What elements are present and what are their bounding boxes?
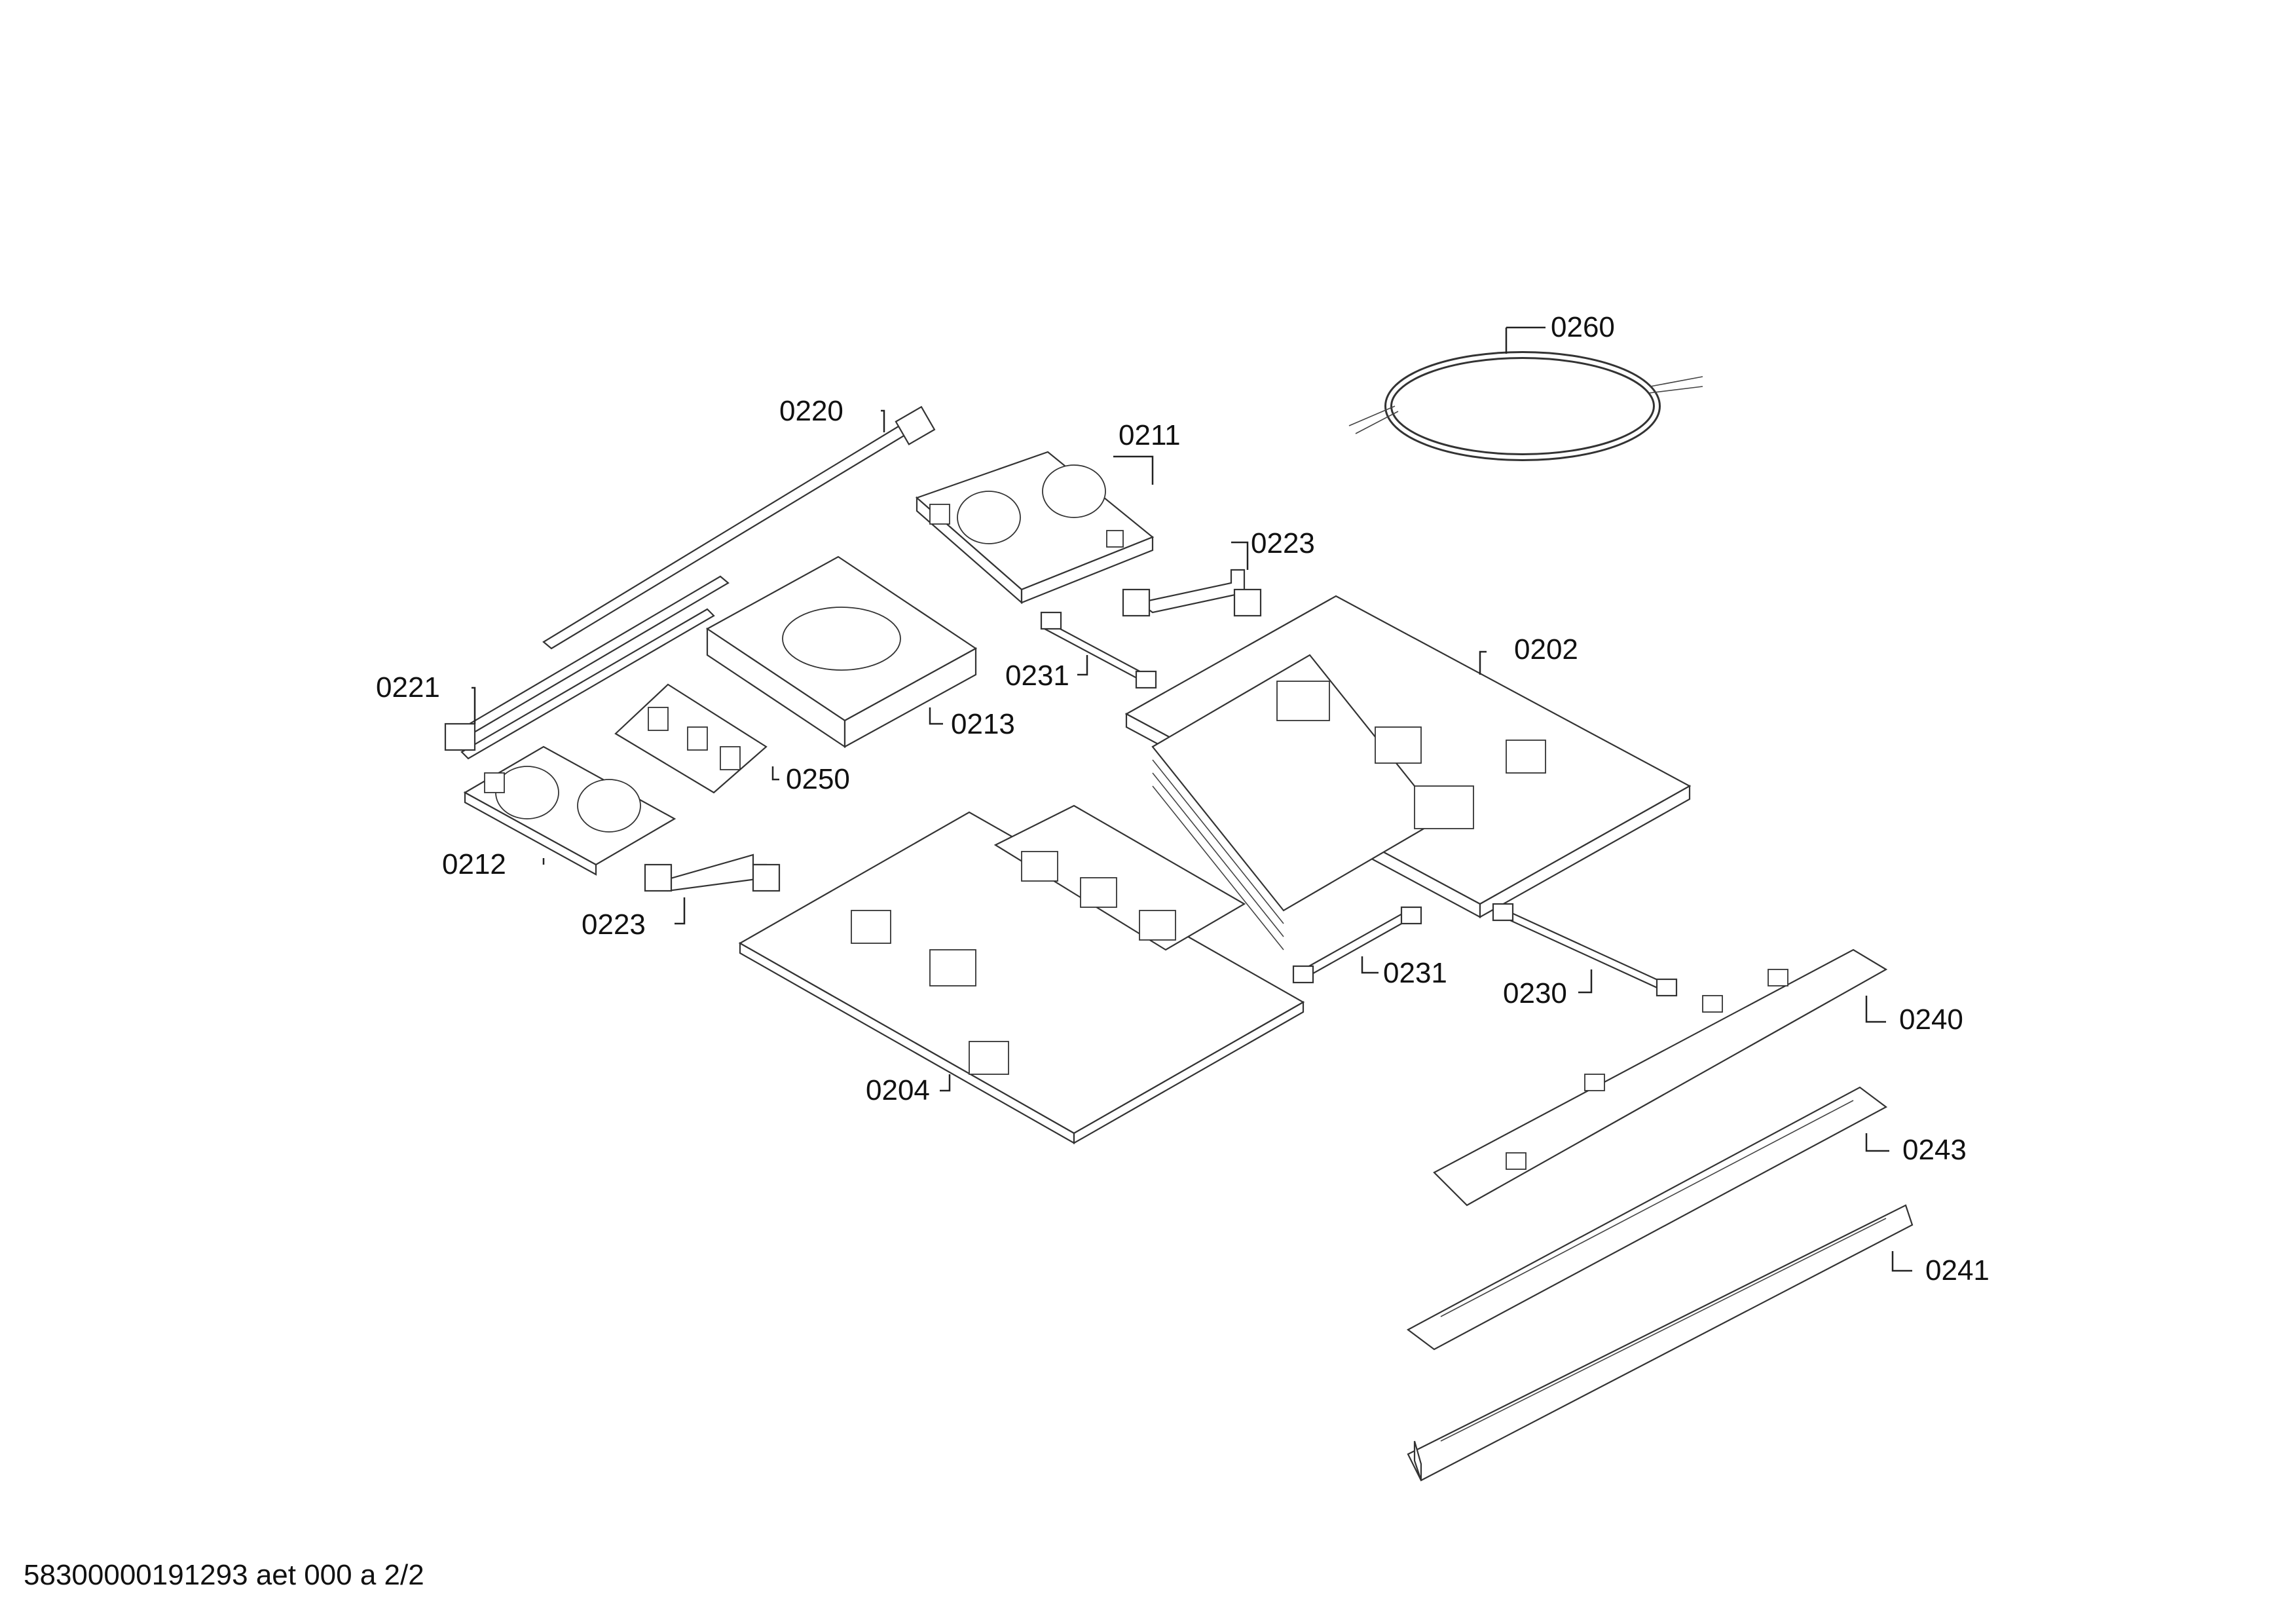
part-0223-connector-cable-top	[1122, 569, 1262, 617]
callout-0212: 0212	[442, 848, 506, 880]
part-0213-induction-coil	[705, 555, 978, 749]
callout-0221: 0221	[376, 671, 440, 704]
part-0250-relay-board	[614, 683, 768, 794]
callout-0250: 0250	[786, 763, 850, 795]
callout-0260: 0260	[1551, 311, 1615, 343]
part-0231-cable-bottom	[1292, 906, 1422, 984]
callout-0223-top: 0223	[1251, 527, 1315, 559]
callout-0220: 0220	[779, 395, 843, 427]
callout-0211: 0211	[1119, 419, 1181, 451]
part-0220-ribbon-cable	[542, 405, 936, 650]
leader-lines	[472, 326, 1912, 1272]
part-0240-control-board	[1433, 948, 1888, 1207]
part-0211-filter-board	[915, 451, 1155, 605]
part-0243-membrane	[1406, 1086, 1888, 1351]
callout-0204: 0204	[866, 1074, 930, 1106]
callout-0231-top: 0231	[1005, 660, 1069, 692]
callout-0223-bottom: 0223	[582, 909, 646, 941]
part-0230-cable	[1492, 903, 1678, 997]
part-0212-filter-board	[463, 745, 676, 876]
part-0221-ribbon-cable	[444, 575, 730, 760]
part-0231-cable-top	[1040, 611, 1157, 689]
part-0223-connector-cable-bottom	[644, 854, 781, 892]
callout-0243: 0243	[1902, 1134, 1967, 1166]
callout-0240: 0240	[1899, 1004, 1963, 1036]
part-0204-power-board	[738, 804, 1305, 1144]
callout-0202: 0202	[1514, 633, 1578, 666]
part-0202-power-board	[1124, 595, 1692, 950]
part-0260-power-cable	[1348, 351, 1703, 461]
callout-0231-bottom: 0231	[1383, 957, 1447, 989]
callout-0230: 0230	[1503, 977, 1567, 1009]
part-0241-frame	[1407, 1204, 1914, 1482]
callout-0241: 0241	[1925, 1254, 1990, 1286]
document-footer: 58300000191293 aet 000 a 2/2	[24, 1559, 424, 1591]
callout-0213: 0213	[951, 708, 1015, 740]
